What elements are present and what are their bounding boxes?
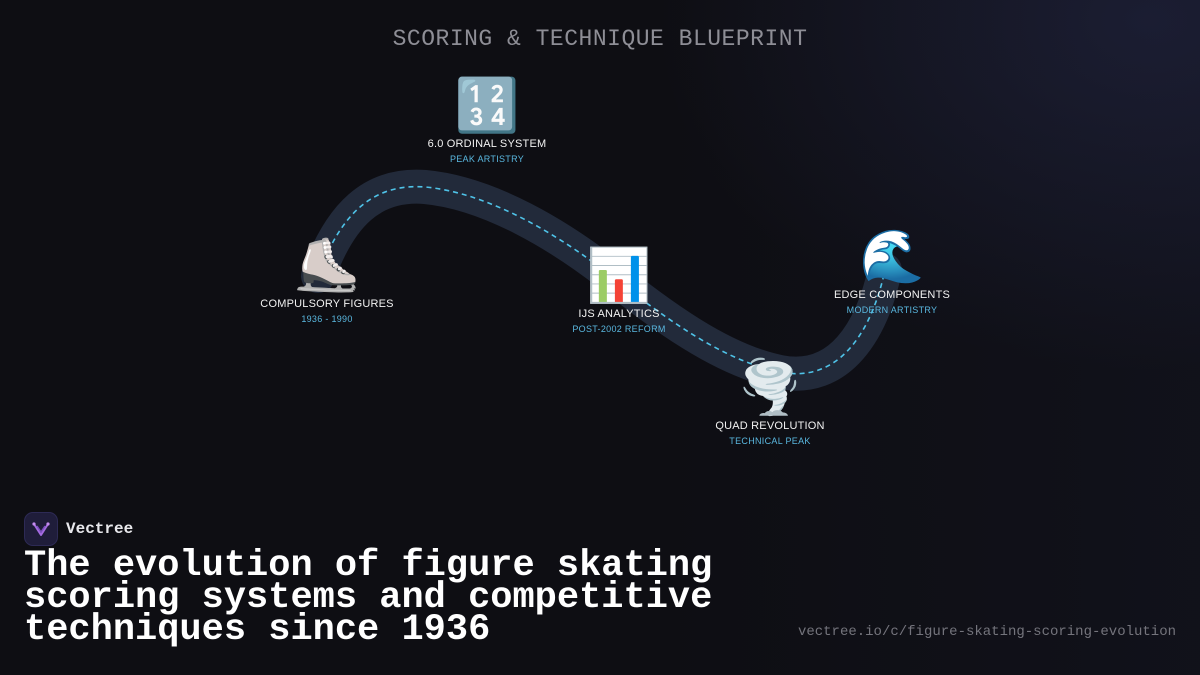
- wave-icon: 🌊: [859, 227, 925, 287]
- milestone-label: EDGE COMPONENTS: [833, 289, 951, 301]
- milestone-sublabel: POST-2002 REFORM: [572, 324, 666, 334]
- milestone-compulsory-figures: ⛸️ COMPULSORY FIGURES 1936 - 1990: [260, 236, 393, 324]
- milestone-quad-revolution: 🌪️ QUAD REVOLUTION TECHNICAL PEAK: [715, 358, 824, 446]
- milestone-sublabel: TECHNICAL PEAK: [729, 436, 811, 446]
- milestone-sublabel: 1936 - 1990: [301, 314, 353, 324]
- source-url[interactable]: vectree.io/c/figure-skating-scoring-evol…: [797, 624, 1176, 640]
- ice-skate-icon: ⛸️: [294, 236, 360, 296]
- brand-name: Vectree: [66, 520, 134, 538]
- milestone-sublabel: MODERN ARTISTRY: [846, 305, 938, 315]
- milestone-ordinal-system: 🔢 6.0 ORDINAL SYSTEM PEAK ARTISTRY: [428, 76, 547, 164]
- milestone-ijs-analytics: 📊 IJS ANALYTICS POST-2002 REFORM: [572, 246, 665, 334]
- timeline-dashed-path: [317, 185, 886, 375]
- milestone-edge-components: 🌊 EDGE COMPONENTS MODERN ARTISTRY: [834, 227, 950, 315]
- milestone-label: COMPULSORY FIGURES: [260, 298, 394, 310]
- bar-chart-icon: 📊: [586, 246, 652, 306]
- milestone-label: 6.0 ORDINAL SYSTEM: [427, 138, 547, 150]
- milestone-label: QUAD REVOLUTION: [715, 420, 825, 432]
- numbers-keycap-icon: 🔢: [454, 76, 520, 136]
- headline: The evolution of figure skating scoring …: [24, 545, 713, 651]
- brand: Vectree: [24, 512, 133, 546]
- vectree-logo-icon: [24, 512, 58, 546]
- page-title: SCORING & TECHNIQUE BLUEPRINT: [392, 26, 808, 52]
- milestone-sublabel: PEAK ARTISTRY: [449, 154, 525, 164]
- milestone-label: IJS ANALYTICS: [578, 308, 660, 320]
- tornado-icon: 🌪️: [737, 358, 803, 418]
